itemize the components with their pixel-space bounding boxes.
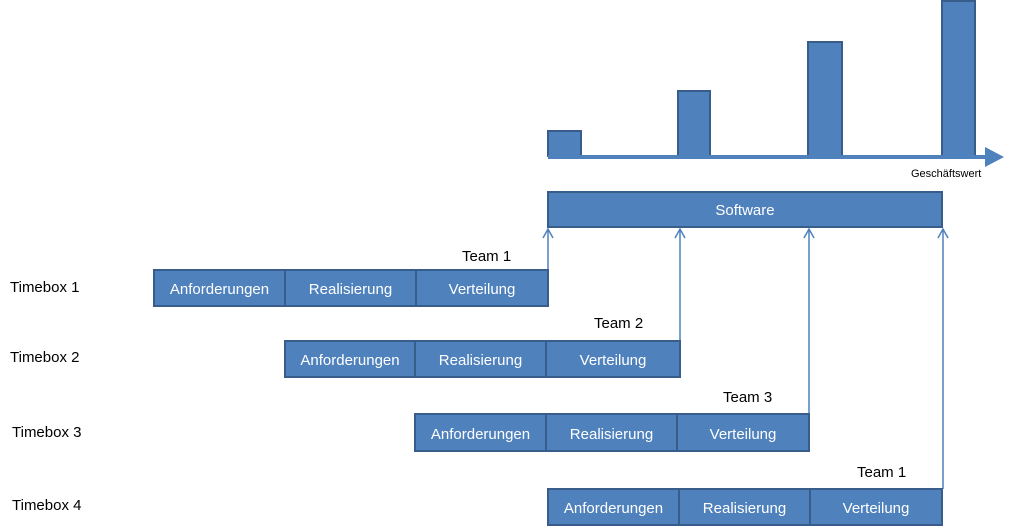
phase-box-verteilung (809, 488, 943, 526)
phase-label: Realisierung (570, 426, 653, 443)
phase-box-verteilung (676, 413, 810, 452)
software-bar: Software (547, 191, 943, 228)
team-label: Team 2 (594, 315, 643, 332)
phase-label: Realisierung (439, 352, 522, 369)
software-box (547, 191, 943, 228)
phase-label: Verteilung (843, 500, 910, 517)
timebox-label: Timebox 3 (12, 424, 81, 441)
connector-3-arrowhead (803, 227, 815, 239)
phase-box-anforderungen (547, 488, 680, 526)
value-axis-arrowhead (985, 147, 1004, 167)
timebox-label: Timebox 4 (12, 497, 81, 514)
timebox-3: Timebox 3 Team 3 Anforderungen Realisier… (12, 389, 810, 452)
phase-box-realisierung (284, 269, 417, 307)
timebox-1: Timebox 1 Team 1 Anforderungen Realisier… (10, 248, 549, 307)
phase-box-anforderungen (153, 269, 286, 307)
value-bar-3 (807, 41, 843, 159)
timebox-label: Timebox 1 (10, 279, 79, 296)
timebox-label: Timebox 2 (10, 349, 79, 366)
phase-label: Verteilung (449, 281, 516, 298)
value-axis-label: Geschäftswert (911, 168, 981, 180)
phase-label: Anforderungen (431, 426, 530, 443)
phase-box-realisierung (414, 340, 547, 378)
value-bar-1 (547, 130, 582, 157)
value-bar-2 (677, 90, 711, 157)
timebox-4: Timebox 4 Team 1 Anforderungen Realisier… (12, 464, 943, 526)
phase-label: Realisierung (309, 281, 392, 298)
timebox-2: Timebox 2 Team 2 Anforderungen Realisier… (10, 315, 681, 378)
connector-2-arrowhead (674, 227, 686, 239)
phase-box-realisierung (545, 413, 678, 452)
phase-box-anforderungen (284, 340, 416, 378)
connector-1-arrowhead (542, 227, 554, 239)
team-label: Team 1 (462, 248, 511, 265)
connector-4-arrowhead (937, 227, 949, 239)
phase-label: Verteilung (580, 352, 647, 369)
delivery-connectors (542, 227, 949, 489)
team-label: Team 1 (857, 464, 906, 481)
phase-label: Anforderungen (564, 500, 663, 517)
phase-label: Verteilung (710, 426, 777, 443)
phase-label: Anforderungen (170, 281, 269, 298)
value-bar-4 (941, 0, 976, 159)
phase-label: Realisierung (703, 500, 786, 517)
phase-box-verteilung (545, 340, 681, 378)
phase-box-verteilung (415, 269, 549, 307)
team-label: Team 3 (723, 389, 772, 406)
software-label: Software (715, 202, 774, 219)
business-value-chart: Geschäftswert (547, 0, 1004, 180)
phase-label: Anforderungen (300, 352, 399, 369)
